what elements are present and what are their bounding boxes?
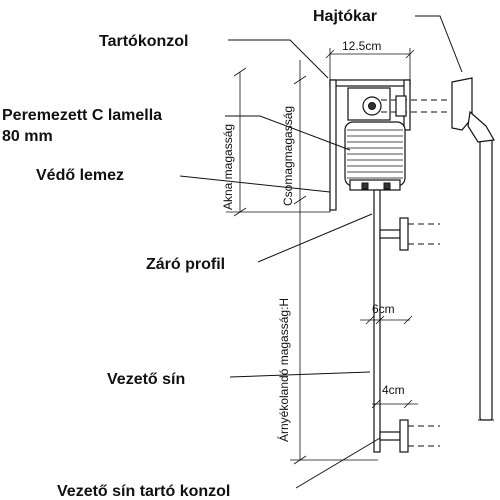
label-bracket: Tartókonzol xyxy=(99,33,188,50)
label-crank: Hajtókar xyxy=(313,8,377,25)
dimension-shaded-height-label: Árnyékolandó magasság:H xyxy=(276,298,291,442)
label-end-profile: Záró profil xyxy=(146,256,225,273)
dimension-shaded-height: Árnyékolandó magasság:H xyxy=(276,200,378,465)
guide-rail xyxy=(373,189,381,453)
dimension-rail-depth: 4cm xyxy=(371,383,418,409)
crank-assembly xyxy=(451,77,495,421)
dimension-package-height-label: Csomagmagasság xyxy=(281,106,295,206)
dimension-rail-width: 6cm xyxy=(360,302,413,325)
label-shield: Védő lemez xyxy=(36,167,124,184)
slat-package xyxy=(344,121,406,191)
dimension-package-height: Csomagmagasság xyxy=(281,60,307,206)
drive-shaft xyxy=(362,95,450,117)
dimension-box-width: 12.5cm xyxy=(325,39,415,80)
dimension-rail-depth-label: 4cm xyxy=(382,383,405,397)
label-guide-rail: Vezető sín xyxy=(107,371,185,388)
dimension-rail-width-label: 6cm xyxy=(372,302,395,316)
dimension-box-width-label: 12.5cm xyxy=(342,39,381,53)
rail-bracket-upper xyxy=(379,217,440,251)
label-slat-line1: Peremezett C lamella xyxy=(2,107,162,124)
label-slat-line2: 80 mm xyxy=(2,128,53,145)
dimension-shaft-height: Akna magasság xyxy=(221,67,330,217)
label-rail-bracket: Vezető sín tartó konzol xyxy=(57,483,230,500)
rail-bracket-lower xyxy=(379,419,440,453)
leader-lines xyxy=(179,15,463,489)
dimension-shaft-height-label: Akna magasság xyxy=(221,124,235,210)
